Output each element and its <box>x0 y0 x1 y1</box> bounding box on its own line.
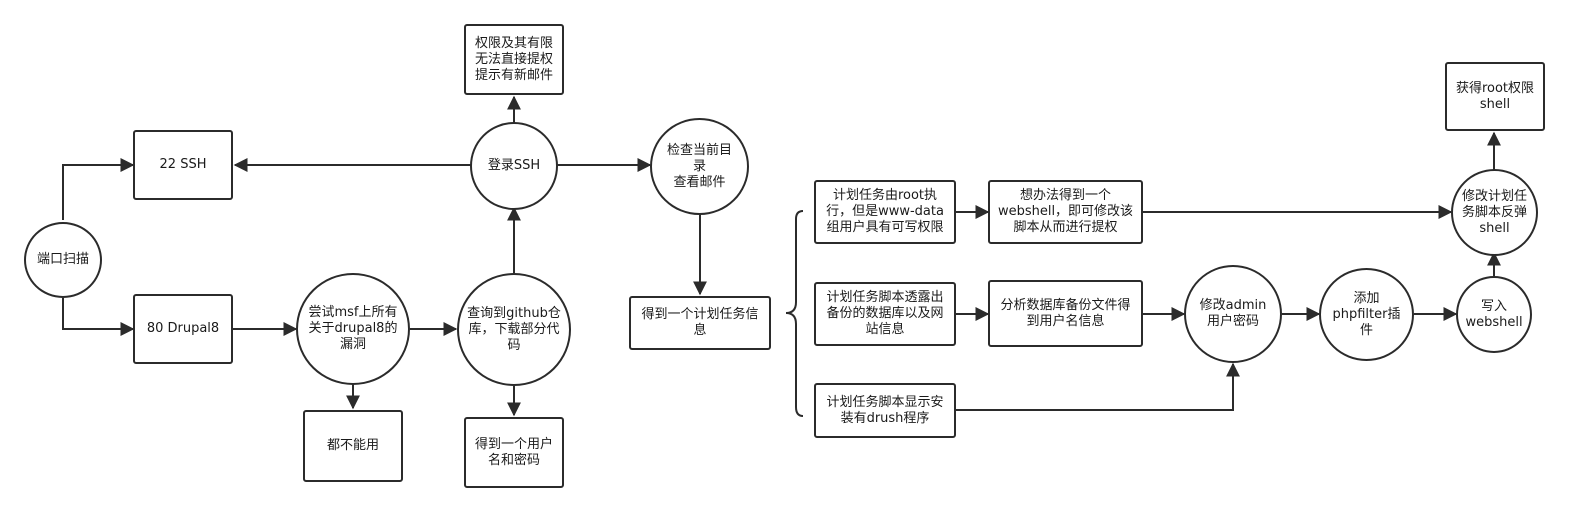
node-write-webshell-label: 写入 webshell <box>1465 298 1523 330</box>
node-cron-leak-label: 计划任务脚本透露出 备份的数据库以及网 站信息 <box>826 290 944 337</box>
node-cron-drush: 计划任务脚本显示安 装有drush程序 <box>814 383 956 438</box>
node-webshell-idea-label: 想办法得到一个 webshell，即可修改该 脚本从而进行提权 <box>997 188 1134 235</box>
node-user-pass-label: 得到一个用户 名和密码 <box>474 436 553 468</box>
node-cron-leak: 计划任务脚本透露出 备份的数据库以及网 站信息 <box>814 282 956 346</box>
node-port-scan-label: 端口扫描 <box>36 252 89 267</box>
node-modify-admin: 修改admin 用户密码 <box>1184 265 1282 363</box>
node-login-ssh: 登录SSH <box>470 122 558 210</box>
edge-portscan-drupal <box>62 298 135 336</box>
brace <box>785 210 804 417</box>
edge-drush-admin <box>955 362 1240 411</box>
node-github: 查询到github仓 库，下载部分代 码 <box>457 273 571 386</box>
edge-portscan-ssh22 <box>62 158 135 220</box>
node-root-shell-label: 获得root权限 shell <box>1455 80 1535 112</box>
node-limited: 权限及其有限 无法直接提权 提示有新邮件 <box>464 24 564 95</box>
node-limited-label: 权限及其有限 无法直接提权 提示有新邮件 <box>474 35 553 83</box>
node-modify-admin-label: 修改admin 用户密码 <box>1199 298 1267 329</box>
node-msf-try-label: 尝试msf上所有 关于drupal8的 漏洞 <box>308 305 398 352</box>
node-22-ssh: 22 SSH <box>133 130 233 200</box>
node-cron-info: 得到一个计划任务信 息 <box>629 296 771 350</box>
node-analyze-backup: 分析数据库备份文件得 到用户名信息 <box>988 280 1143 347</box>
node-user-pass: 得到一个用户 名和密码 <box>464 417 564 488</box>
node-none-usable: 都不能用 <box>303 410 403 482</box>
node-github-label: 查询到github仓 库，下载部分代 码 <box>467 305 561 353</box>
node-80-drupal8-label: 80 Drupal8 <box>146 321 220 336</box>
node-analyze-backup-label: 分析数据库备份文件得 到用户名信息 <box>1000 297 1131 329</box>
node-check-dir: 检查当前目 录 查看邮件 <box>650 118 749 215</box>
node-check-dir-label: 检查当前目 录 查看邮件 <box>666 142 732 190</box>
node-write-webshell: 写入 webshell <box>1456 276 1532 353</box>
node-modify-cron: 修改计划任 务脚本反弹 shell <box>1451 169 1538 256</box>
node-add-phpfilter: 添加 phpfilter插 件 <box>1319 268 1414 361</box>
node-webshell-idea: 想办法得到一个 webshell，即可修改该 脚本从而进行提权 <box>988 180 1143 244</box>
node-22-ssh-label: 22 SSH <box>159 157 207 172</box>
node-add-phpfilter-label: 添加 phpfilter插 件 <box>1332 290 1401 338</box>
node-login-ssh-label: 登录SSH <box>487 158 541 173</box>
node-cron-root: 计划任务由root执 行，但是www-data 组用户具有可写权限 <box>814 180 956 244</box>
node-modify-cron-label: 修改计划任 务脚本反弹 shell <box>1461 188 1527 236</box>
node-cron-root-label: 计划任务由root执 行，但是www-data 组用户具有可写权限 <box>826 188 944 235</box>
node-port-scan: 端口扫描 <box>24 222 102 298</box>
node-80-drupal8: 80 Drupal8 <box>133 294 233 364</box>
node-root-shell: 获得root权限 shell <box>1445 62 1545 131</box>
node-cron-drush-label: 计划任务脚本显示安 装有drush程序 <box>826 394 944 426</box>
node-cron-info-label: 得到一个计划任务信 息 <box>641 307 759 338</box>
node-msf-try: 尝试msf上所有 关于drupal8的 漏洞 <box>296 273 410 385</box>
node-none-usable-label: 都不能用 <box>326 438 379 453</box>
